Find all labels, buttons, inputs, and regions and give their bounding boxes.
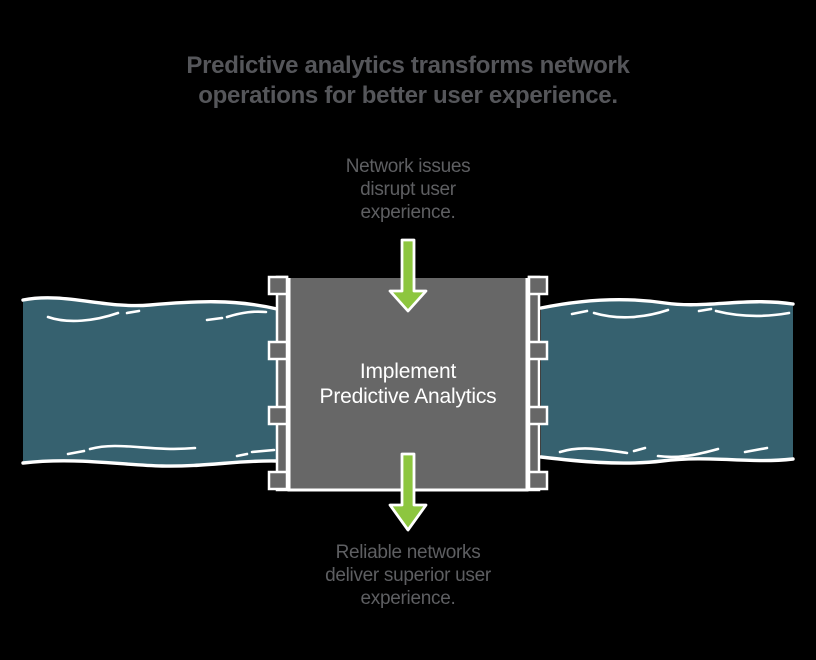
bottom-caption-line-1: Reliable networks [335,542,481,563]
bottom-caption-line-3: experience. [360,588,456,609]
machine-tab [527,405,549,426]
top-caption-line-1: Network issues [345,156,471,177]
machine-tab [527,275,549,296]
right-river-wave-details [558,307,791,459]
machine-label: Implement Predictive Analytics [289,278,527,490]
top-caption-line-3: experience. [360,202,456,223]
left-river-top-edge [21,296,279,311]
machine-tab [267,470,289,491]
wave-line [656,447,720,459]
machine-tab [527,340,549,361]
machine-tab [267,275,289,296]
wave-line [225,310,268,319]
wave-line [714,309,791,318]
top-caption: Network issues disrupt user experience. [308,155,508,224]
wave-line [66,449,86,456]
right-river-outline [539,297,795,465]
machine-tab [267,405,289,426]
wave-line [88,444,197,451]
page-title: Predictive analytics transforms network … [0,51,816,111]
page-title-line-2: operations for better user experience. [198,82,618,109]
wave-line [632,446,647,453]
wave-line [558,447,629,455]
down-arrow-top-icon [388,238,428,313]
wave-line [250,448,276,454]
right-river-band [541,299,793,464]
bottom-caption-line-2: deliver superior user [325,565,491,586]
wave-line [125,309,141,315]
left-river-wave-details [46,309,276,458]
wave-line [235,452,249,458]
machine-label-line-2: Predictive Analytics [319,385,497,408]
left-river-band [23,297,277,467]
machine-rail-right [527,275,541,492]
machine-rail-left [275,275,289,492]
wave-line [46,311,120,323]
down-arrow-bottom-icon [388,452,428,532]
bottom-caption: Reliable networks deliver superior user … [298,541,518,610]
left-river-outline [21,296,279,468]
top-caption-line-2: disrupt user [360,179,456,200]
wave-line [743,446,769,454]
machine-tab [267,340,289,361]
machine-label-line-1: Implement [359,360,457,383]
wave-line [570,309,589,316]
machine-tabs [267,275,549,491]
machine-tab [527,470,549,491]
wave-line [205,316,224,322]
wave-line [697,307,713,313]
left-river-fill [23,297,277,467]
arrows [388,238,428,532]
left-river-bottom-edge [21,459,279,468]
right-river-fill [541,299,793,464]
wave-line [592,308,670,319]
right-river-bottom-edge [539,455,795,465]
right-river-top-edge [539,297,795,310]
page-title-line-1: Predictive analytics transforms network [186,52,630,79]
